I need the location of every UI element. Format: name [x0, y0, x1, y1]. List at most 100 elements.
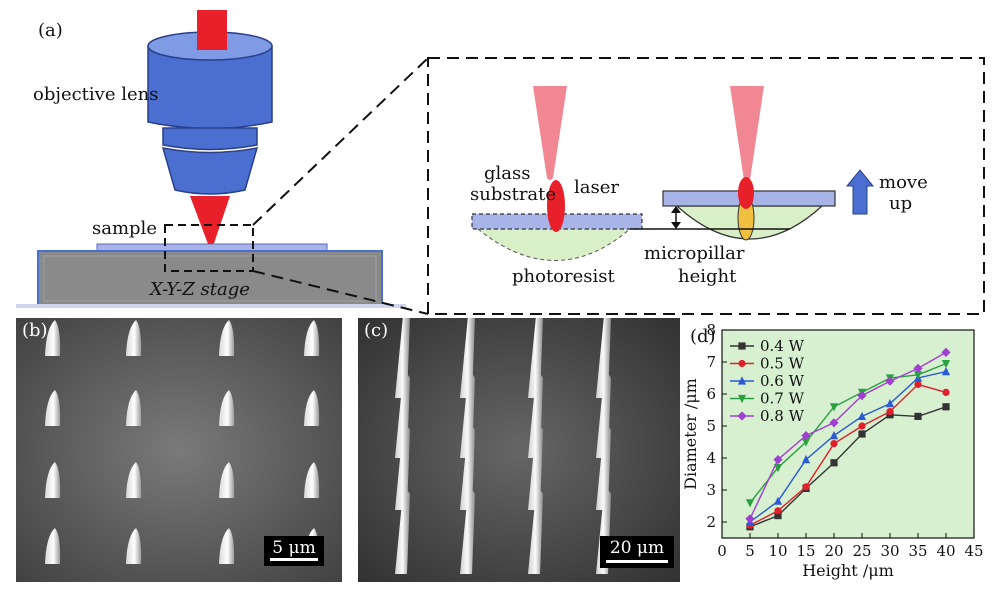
panel-b-letter: (b)	[22, 320, 48, 341]
sem-pillar	[528, 490, 543, 574]
data-point	[913, 371, 923, 380]
legend-label: 0.7 W	[760, 390, 805, 408]
data-point	[829, 431, 839, 440]
series-line	[749, 370, 947, 523]
data-point	[830, 459, 838, 467]
move-up-arrow	[845, 169, 875, 215]
series-line	[749, 362, 947, 504]
micropillar-height-label-line1: micropillar	[644, 243, 745, 264]
x-tick-label: 20	[824, 542, 843, 560]
scale-bar-c: 20 μm	[600, 536, 674, 568]
x-tick-label: 5	[745, 542, 755, 560]
sem-image-c: (c) 20 μm	[358, 318, 680, 582]
sem-pillar	[219, 320, 235, 356]
sem-pillar	[395, 490, 410, 574]
scale-bar-b-label: 5 μm	[272, 538, 316, 558]
sem-pillar	[219, 528, 235, 564]
move-label-line2: up	[889, 193, 913, 214]
scale-bar-c-label: 20 μm	[609, 538, 665, 558]
data-point	[858, 430, 866, 438]
data-point	[858, 422, 866, 430]
objective-lens-label: objective lens	[33, 84, 159, 105]
panel-d-letter: (d)	[690, 326, 716, 347]
series-line	[749, 351, 947, 520]
panel-a: (a)	[16, 10, 985, 315]
data-point	[829, 403, 839, 412]
legend-marker	[738, 359, 746, 368]
sem-pillar	[126, 528, 142, 564]
panel-a-letter: (a)	[38, 20, 63, 41]
data-point	[941, 360, 951, 369]
data-point	[914, 412, 922, 420]
x-tick-label: 10	[768, 542, 787, 560]
data-point	[830, 440, 838, 448]
photoresist-label: photoresist	[512, 266, 615, 287]
sem-pillar	[45, 320, 61, 356]
zoom-region-box	[164, 224, 254, 272]
data-point	[886, 408, 894, 416]
y-axis-label: Diameter /μm	[681, 378, 700, 490]
x-tick-label: 0	[717, 542, 727, 560]
legend-marker	[737, 394, 747, 404]
y-tick-label: 2	[706, 513, 716, 531]
glass-label-line2: substrate	[470, 184, 557, 205]
sem-pillar	[126, 390, 142, 426]
legend-marker	[737, 376, 747, 385]
move-label-line1: move	[879, 172, 928, 193]
sem-pillar	[304, 462, 320, 498]
data-point	[942, 388, 950, 396]
data-point	[914, 380, 922, 388]
data-point	[801, 455, 811, 464]
sem-pillar	[596, 426, 611, 510]
legend-label: 0.4 W	[760, 337, 805, 355]
y-tick-label: 7	[706, 353, 716, 371]
sem-pillar	[460, 490, 475, 574]
data-point	[745, 499, 755, 508]
data-point	[941, 367, 951, 376]
legend-marker	[737, 411, 747, 421]
sem-pillar	[304, 320, 320, 356]
sem-pillar	[395, 426, 410, 510]
data-point	[885, 399, 895, 408]
sem-pillar	[304, 390, 320, 426]
x-tick-label: 45	[964, 542, 983, 560]
sem-pillar	[45, 390, 61, 426]
laser-label: laser	[574, 177, 619, 198]
series-3	[745, 360, 951, 508]
legend-label: 0.5 W	[760, 355, 805, 373]
x-tick-label: 35	[908, 542, 927, 560]
sem-pillars-b	[16, 318, 342, 582]
x-tick-label: 40	[936, 542, 955, 560]
sem-pillar	[45, 462, 61, 498]
y-tick-label: 4	[706, 449, 716, 467]
panel-c-letter: (c)	[364, 320, 389, 341]
x-tick-label: 30	[880, 542, 899, 560]
y-tick-label: 6	[706, 385, 716, 403]
y-tick-label: 3	[706, 481, 716, 499]
sem-image-b: (b) 5 μm	[16, 318, 342, 582]
legend-label: 0.6 W	[760, 372, 805, 390]
series-2	[745, 367, 951, 526]
inset-box	[427, 57, 985, 315]
sample-label: sample	[92, 218, 157, 239]
laser-focus-left	[547, 180, 565, 232]
data-point	[745, 514, 755, 524]
legend-label: 0.8 W	[760, 407, 805, 425]
sem-pillar	[126, 462, 142, 498]
data-point	[801, 438, 811, 447]
xyz-stage	[37, 250, 383, 307]
sample-plate	[96, 243, 328, 252]
series-line	[749, 383, 947, 526]
data-point	[773, 464, 783, 473]
data-point	[802, 483, 810, 491]
sem-pillar	[219, 462, 235, 498]
sem-pillar	[219, 390, 235, 426]
data-point	[774, 507, 782, 515]
scale-bar-b: 5 μm	[264, 536, 324, 566]
glass-label-line1: glass	[484, 163, 531, 184]
legend-marker	[738, 342, 746, 350]
data-point	[829, 418, 839, 428]
x-tick-label: 15	[796, 542, 815, 560]
